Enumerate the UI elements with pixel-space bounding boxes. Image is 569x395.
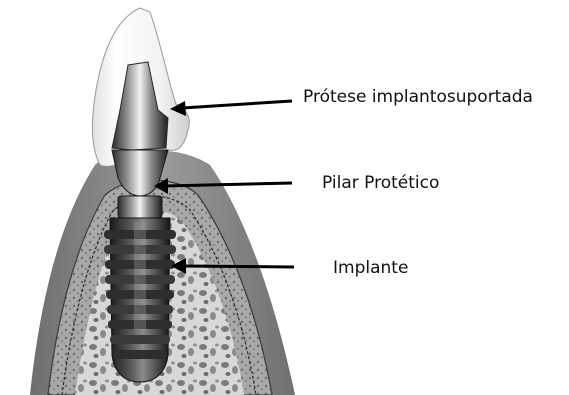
- implant-body: [104, 218, 176, 382]
- label-prosthesis: Prótese implantosuportada: [303, 87, 533, 107]
- implant-collar: [118, 196, 162, 218]
- label-abutment: Pilar Protético: [322, 173, 439, 193]
- label-implant: Implante: [333, 258, 408, 278]
- arrow-prosthesis: [170, 101, 292, 116]
